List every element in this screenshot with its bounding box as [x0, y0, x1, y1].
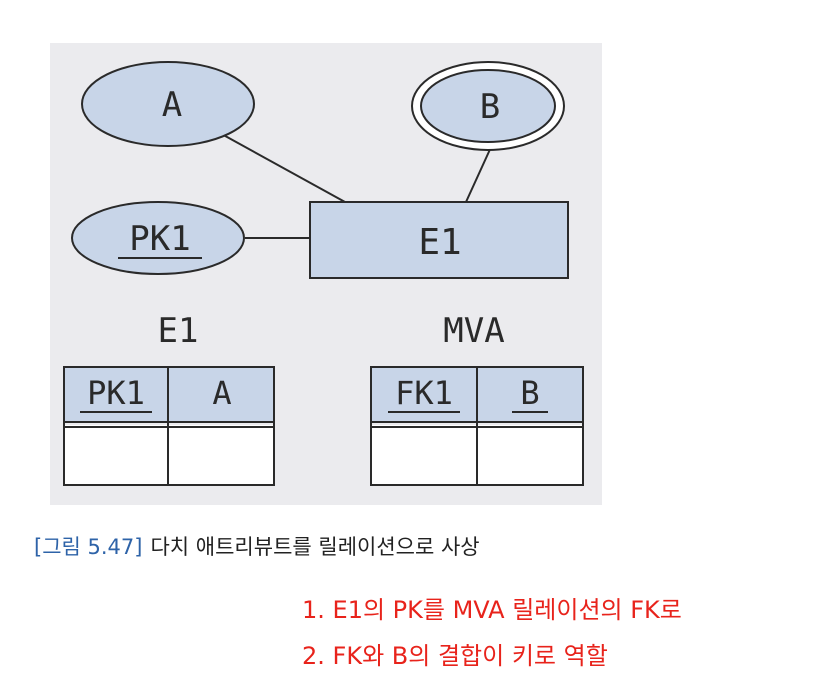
attribute-b-label: B: [480, 87, 500, 127]
attribute-pk1-ellipse: [71, 201, 245, 275]
edge-b-e1: [465, 144, 493, 203]
entity-e1-label: E1: [418, 222, 461, 263]
table-mva-name: MVA: [443, 311, 504, 351]
attribute-a-label: A: [162, 85, 182, 125]
figure-number: [그림 5.47]: [34, 535, 143, 559]
figure-caption-text: 다치 애트리뷰트를 릴레이션으로 사상: [150, 535, 480, 559]
attribute-pk1-label: PK1: [129, 219, 190, 259]
figure-caption: [그림 5.47] 다치 애트리뷰트를 릴레이션으로 사상: [34, 534, 480, 560]
edge-a-e1: [217, 131, 346, 203]
table-e1-col-pk1: PK1: [87, 374, 145, 412]
note-line-2: 2. FK와 B의 결합이 키로 역할: [302, 642, 608, 670]
entity-e1-box: [309, 201, 569, 279]
table-e1-name: E1: [158, 311, 199, 351]
attribute-a-ellipse: [81, 61, 255, 147]
attribute-b-inner-ellipse: [420, 69, 556, 143]
note-line-1: 1. E1의 PK를 MVA 릴레이션의 FK로: [302, 596, 682, 624]
table-mva-col-fk1: FK1: [395, 374, 453, 412]
table-mva-col-b: B: [520, 374, 539, 412]
table-e1-col-a: A: [212, 374, 231, 412]
